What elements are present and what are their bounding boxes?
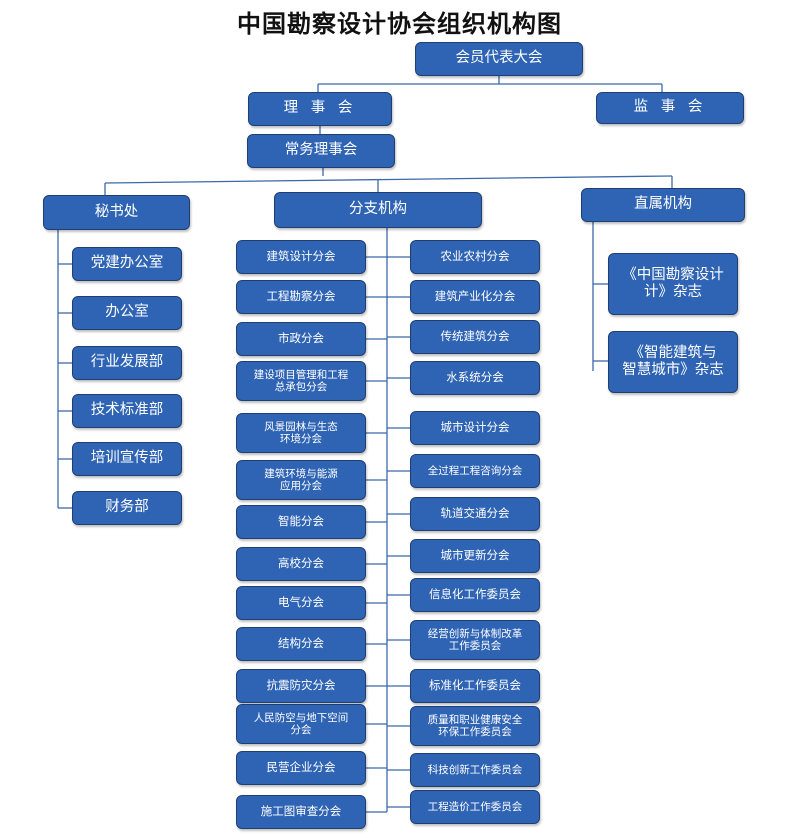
secretariat-dept-1: 党建办公室 — [72, 247, 182, 281]
branch-left-8: 高校分会 — [236, 547, 366, 581]
branch-right-11: 标准化工作委员会 — [410, 669, 540, 703]
branch-left-7: 智能分会 — [236, 505, 366, 539]
branch-right-5: 城市设计分会 — [410, 411, 540, 445]
secretariat-dept-4: 技术标准部 — [72, 394, 182, 428]
branch-left-14: 施工图审查分会 — [236, 795, 366, 829]
branch-right-8: 城市更新分会 — [410, 539, 540, 573]
branch-left-11: 抗震防灾分会 — [236, 669, 366, 703]
secretariat-dept-5: 培训宣传部 — [72, 442, 182, 476]
secretariat-box: 秘书处 — [43, 195, 190, 230]
branch-left-10: 结构分会 — [236, 627, 366, 661]
branch-right-6: 全过程工程咨询分会 — [410, 454, 540, 488]
branch-right-12: 质量和职业健康安全 环保工作委员会 — [410, 706, 540, 746]
standing-council-box: 常务理事会 — [247, 134, 395, 168]
council-box: 理 事 会 — [248, 92, 392, 126]
branch-right-13: 科技创新工作委员会 — [410, 753, 540, 787]
branch-right-1: 农业农村分会 — [410, 240, 540, 274]
branch-right-4: 水系统分会 — [410, 361, 540, 395]
branch-left-2: 工程勘察分会 — [236, 280, 366, 314]
affiliate-unit-2: 《智能建筑与 智慧城市》杂志 — [608, 331, 738, 393]
branch-right-14: 工程造价工作委员会 — [410, 790, 540, 824]
branch-left-4: 建设项目管理和工程 总承包分会 — [236, 361, 366, 401]
chart-title: 中国勘察设计协会组织机构图 — [237, 10, 562, 38]
branch-left-12: 人民防空与地下空间 分会 — [236, 704, 366, 744]
branch-left-3: 市政分会 — [236, 322, 366, 356]
branch-right-7: 轨道交通分会 — [410, 497, 540, 531]
secretariat-dept-3: 行业发展部 — [72, 346, 182, 380]
affiliate-unit-1: 《中国勘察设计 计》杂志 — [608, 253, 738, 315]
branch-left-9: 电气分会 — [236, 586, 366, 620]
connector — [104, 175, 673, 184]
branch-right-3: 传统建筑分会 — [410, 320, 540, 354]
branch-right-10: 经营创新与体制改革 工作委员会 — [410, 620, 540, 660]
secretariat-dept-2: 办公室 — [72, 296, 182, 330]
branch-left-13: 民营企业分会 — [236, 751, 366, 785]
branches-box: 分支机构 — [274, 192, 482, 228]
secretariat-dept-6: 财务部 — [72, 491, 182, 525]
branch-right-2: 建筑产业化分会 — [410, 280, 540, 314]
general-assembly-box: 会员代表大会 — [415, 42, 583, 76]
branch-left-1: 建筑设计分会 — [236, 240, 366, 274]
branch-left-6: 建筑环境与能源 应用分会 — [236, 460, 366, 500]
branch-left-5: 风景园林与生态 环境分会 — [236, 413, 366, 453]
affiliates-box: 直属机构 — [581, 188, 745, 222]
branch-right-9: 信息化工作委员会 — [410, 578, 540, 612]
supervisory-board-box: 监 事 会 — [596, 92, 744, 124]
